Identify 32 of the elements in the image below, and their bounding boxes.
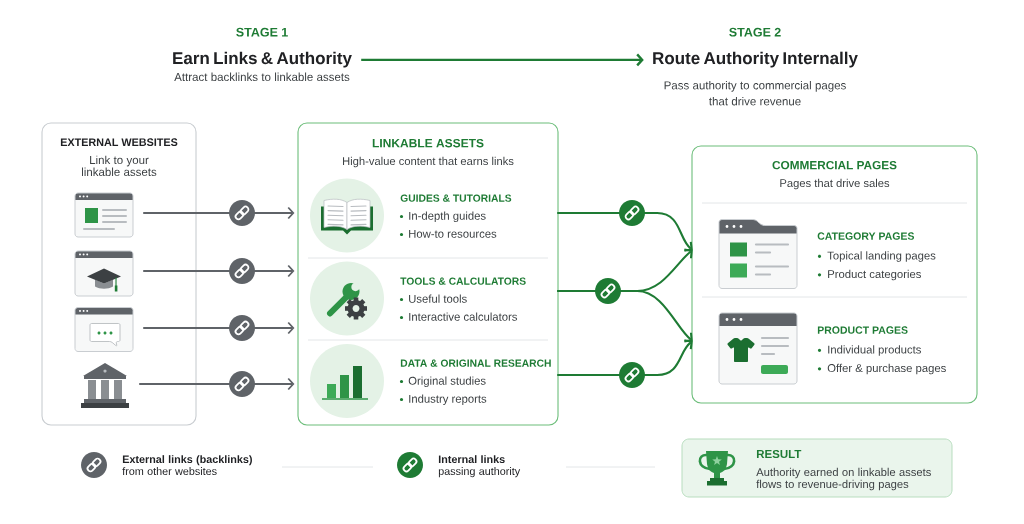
stage-heading: STAGE 2 Route Authority Internally Pass authority to commercial pages that drive revenue xyxy=(653,27,858,106)
bullet-text: Product categories xyxy=(828,269,921,281)
bank-building-icon xyxy=(81,363,129,408)
panel-heading: LINKABLE ASSETS xyxy=(372,138,484,148)
panel-subtitle: Link to your linkable assets xyxy=(82,155,157,177)
bullet-text: Offer & purchase pages xyxy=(827,363,946,375)
card-text: Authority earned on linkable assets flows to revenue-driving pages xyxy=(756,467,931,491)
legend-text: Internal links passing authority xyxy=(438,455,521,478)
webpage-icon xyxy=(74,192,134,238)
bullet-text: Useful tools xyxy=(409,294,467,303)
row-heading: GUIDES & TUTORIALS xyxy=(400,194,512,202)
graduation-cap-icon xyxy=(74,250,134,297)
legend-text: External links (backlinks) from other websites xyxy=(122,455,252,476)
bullet-text: In-depth guides xyxy=(409,211,486,223)
bullet-text: Industry reports xyxy=(409,394,487,406)
panel-heading: COMMERCIAL PAGES xyxy=(772,160,897,170)
bullet-text: Individual products xyxy=(828,345,921,356)
row-heading: CATEGORY PAGES xyxy=(817,232,915,240)
chat-window-icon xyxy=(74,307,134,352)
bullet-text: How-to resources xyxy=(409,229,497,238)
panel-heading: EXTERNAL WEBSITES xyxy=(60,138,178,146)
bullet-text: Topical landing pages xyxy=(827,251,936,262)
row-heading: DATA & ORIGINAL RESEARCH xyxy=(400,359,551,367)
panel-subtitle: High-value content that earns links xyxy=(343,156,514,168)
stage-heading: STAGE 1 Earn Links & Authority Attract backlinks to linkable assets xyxy=(173,27,352,82)
card-heading: RESULT xyxy=(756,449,802,459)
row-heading: TOOLS & CALCULATORS xyxy=(400,277,526,285)
panel-subtitle: Pages that drive sales xyxy=(780,178,890,190)
row-heading: PRODUCT PAGES xyxy=(817,326,908,334)
arrow xyxy=(361,53,644,67)
bullet-text: Original studies xyxy=(408,376,486,388)
bullet-text: Interactive calculators xyxy=(409,312,518,321)
